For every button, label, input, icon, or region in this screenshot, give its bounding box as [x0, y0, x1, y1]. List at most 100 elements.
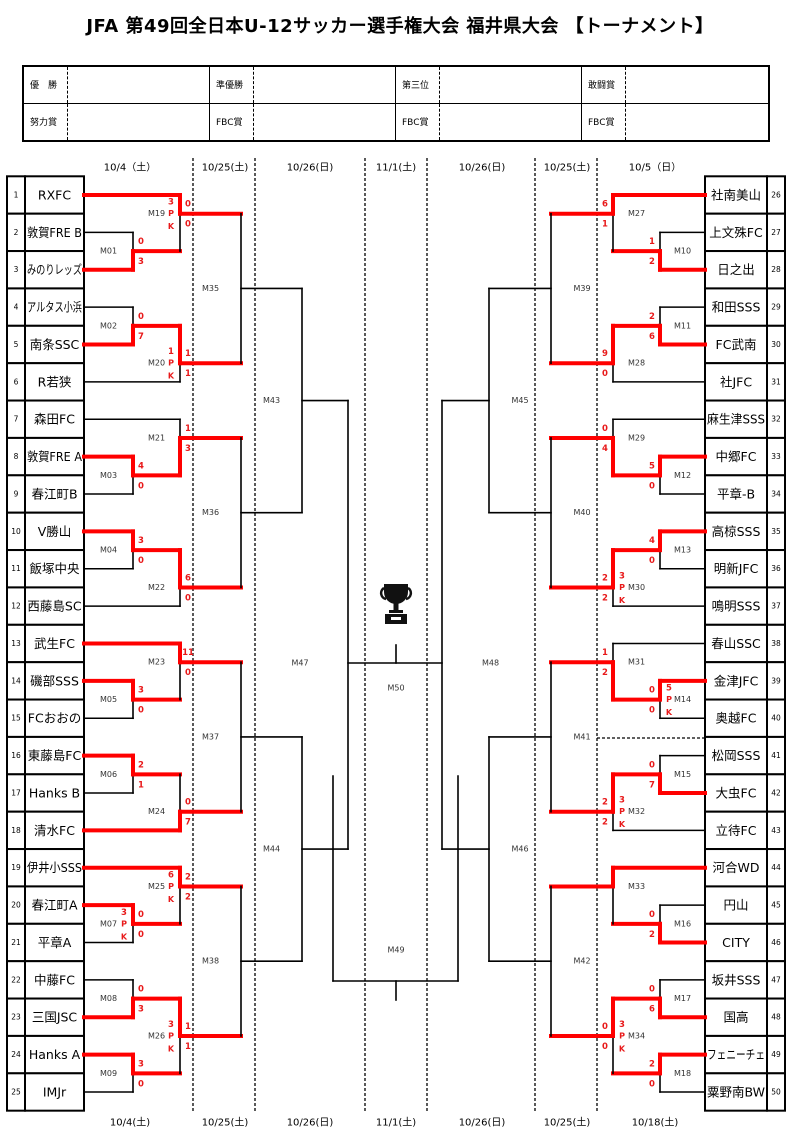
team-name[interactable]: 平章-B [717, 486, 755, 501]
team-name[interactable]: フェニーチェ [707, 1047, 765, 1062]
score-bottom: 7 [185, 818, 191, 828]
team-name[interactable]: 春山SSC [711, 636, 761, 651]
team-name[interactable]: 磯部SSS [30, 673, 79, 688]
team-name[interactable]: V勝山 [38, 524, 72, 539]
score-bottom: 3 [138, 1005, 144, 1015]
award-cell: FBC賞 [210, 103, 396, 140]
team-name[interactable]: 日之出 [717, 262, 755, 277]
score-bottom: 0 [185, 668, 191, 678]
team-name-cell [24, 399, 85, 439]
team-name[interactable]: 春江町B [31, 486, 77, 501]
team-name[interactable]: R若狭 [38, 374, 72, 389]
team-name[interactable]: 国高 [723, 1010, 748, 1025]
team-name[interactable]: 鳴明SSS [712, 599, 761, 614]
team-name[interactable]: 奥越FC [716, 711, 757, 726]
team-name[interactable]: 和田SSS [712, 300, 761, 315]
team-name[interactable]: 敦賀FRE A [27, 449, 82, 464]
team-number: 18 [11, 826, 21, 835]
team-name[interactable]: 粟野南BW [707, 1084, 765, 1099]
team-name[interactable]: 伊井小SSS [27, 860, 82, 875]
team-name[interactable]: FCおおの [28, 711, 81, 726]
team-name[interactable]: 中郷FC [716, 449, 757, 464]
team-name[interactable]: みのりレッズ [27, 262, 82, 277]
team-number: 24 [11, 1050, 21, 1059]
team-number: 49 [771, 1050, 781, 1059]
team-name[interactable]: 金津JFC [714, 673, 759, 688]
award-label: FBC賞 [582, 103, 626, 140]
team-name[interactable]: 飯塚中央 [29, 561, 80, 576]
team-name[interactable]: 上文殊FC [709, 225, 763, 240]
team-name[interactable]: 森田FC [34, 412, 75, 427]
team-name[interactable]: IMJr [43, 1084, 67, 1099]
score-top: 0 [185, 200, 191, 210]
team-name-cell [24, 848, 85, 888]
team-name[interactable]: 社JFC [720, 374, 752, 389]
score-bottom: 0 [649, 556, 655, 566]
match-label: M37 [202, 732, 219, 741]
team-name[interactable]: 三国JSC [32, 1010, 78, 1025]
team-name[interactable]: 明新JFC [714, 561, 759, 576]
score-top: 1 [185, 349, 191, 359]
score-top: 5 [649, 461, 655, 471]
team-name[interactable]: 立待FC [716, 823, 757, 838]
team-name[interactable]: 高椋SSS [712, 524, 761, 539]
team-name[interactable]: 中藤FC [34, 972, 75, 987]
match-label: M43 [263, 396, 280, 405]
score-bottom: 1 [138, 780, 144, 790]
match-label: M12 [674, 471, 691, 480]
match-label: M46 [511, 845, 528, 854]
pk-mark: P [168, 882, 174, 891]
team-name[interactable]: 東藤島FC [28, 748, 82, 763]
date-footer: 10/4(土) [110, 1116, 150, 1129]
team-number: 2 [14, 228, 19, 237]
team-name[interactable]: 春江町A [31, 898, 78, 913]
team-number: 34 [771, 489, 781, 498]
team-number: 17 [11, 788, 21, 797]
award-label: 優 勝 [24, 67, 68, 103]
pk-mark: P [619, 583, 625, 592]
trophy-icon [379, 584, 413, 624]
team-name[interactable]: 麻生津SSS [707, 412, 765, 427]
team-number: 16 [11, 751, 21, 760]
score-top: 11 [182, 648, 194, 658]
team-name-cell [24, 922, 85, 963]
pk-mark: K [168, 895, 175, 904]
team-name[interactable]: RXFC [38, 187, 71, 202]
team-name[interactable]: 円山 [723, 898, 748, 913]
score-top: 2 [185, 872, 191, 882]
team-name[interactable]: Hanks A [29, 1047, 81, 1062]
team-name[interactable]: CITY [722, 935, 750, 950]
team-number: 5 [14, 340, 19, 349]
score-bottom: 0 [138, 930, 144, 940]
team-name[interactable]: 社南美山 [711, 187, 761, 202]
team-name[interactable]: FC武南 [716, 337, 757, 352]
team-name[interactable]: 敦賀FRE B [27, 225, 82, 240]
team-name[interactable]: 西藤島SC [27, 599, 81, 614]
match-label: M29 [628, 433, 645, 442]
team-number: 4 [14, 303, 19, 312]
score-bottom: 4 [602, 444, 608, 454]
team-name[interactable]: 武生FC [34, 636, 75, 651]
pk-score: 3 [619, 571, 625, 581]
team-number: 36 [771, 564, 781, 573]
award-label: 第三位 [396, 67, 440, 103]
team-name[interactable]: 坂井SSS [712, 972, 761, 987]
score-bottom: 0 [602, 1042, 608, 1052]
date-header: 10/26(日) [459, 163, 506, 174]
team-name[interactable]: 河合WD [713, 860, 760, 875]
team-name[interactable]: 清水FC [34, 823, 75, 838]
team-number: 8 [14, 452, 19, 461]
team-name[interactable]: アルタス小浜 [27, 300, 82, 315]
team-number: 38 [771, 639, 781, 648]
team-name[interactable]: 南条SSC [30, 337, 80, 352]
team-name[interactable]: 平章A [38, 935, 72, 950]
score-top: 9 [602, 349, 608, 359]
team-name[interactable]: Hanks B [29, 785, 80, 800]
team-name[interactable]: 大虫FC [716, 785, 757, 800]
score-top: 0 [138, 312, 144, 322]
date-footer: 10/25(土) [202, 1116, 249, 1129]
match-label: M32 [628, 807, 645, 816]
team-name[interactable]: 松岡SSS [712, 748, 761, 763]
score-top: 3 [138, 1059, 144, 1069]
award-label: 敢闘賞 [582, 67, 626, 103]
